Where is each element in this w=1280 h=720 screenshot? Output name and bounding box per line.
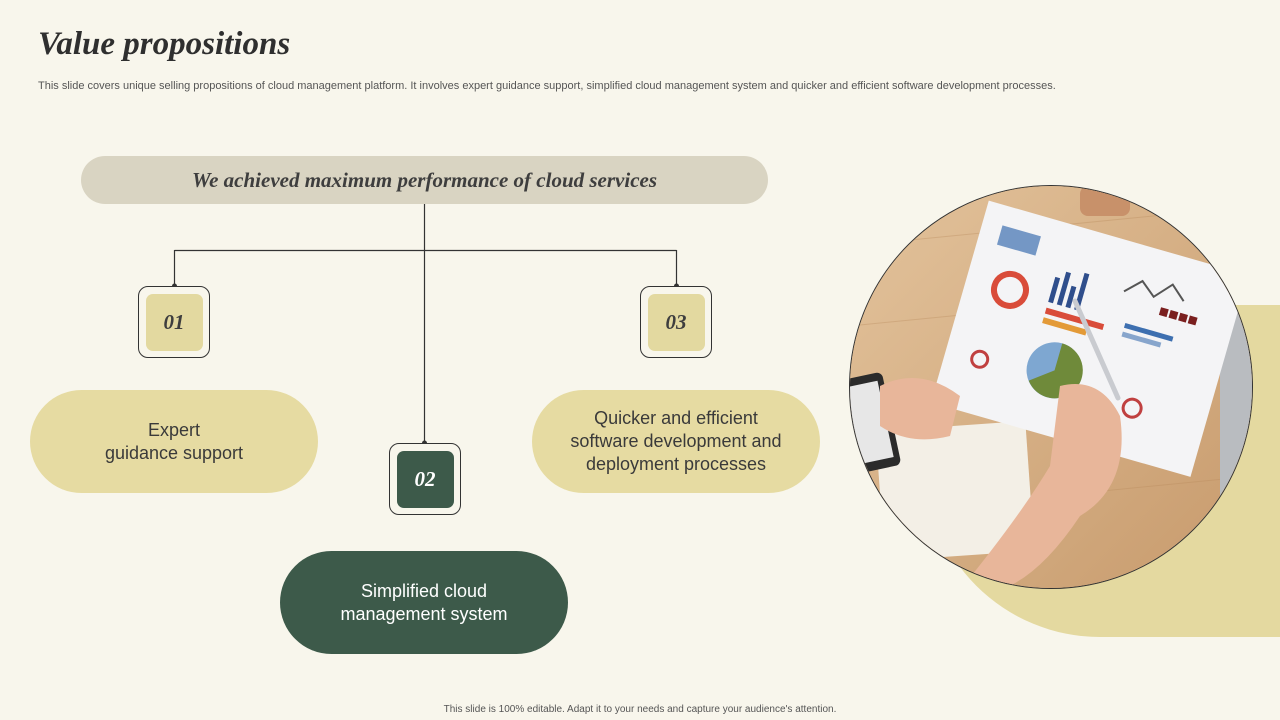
number-02: 02 — [396, 450, 454, 508]
slide-title: Value propositions — [38, 26, 291, 62]
headline-banner: We achieved maximum performance of cloud… — [81, 156, 768, 204]
photo-illustration-icon — [850, 186, 1252, 588]
value-pill-expert-guidance: Expert guidance support — [30, 390, 318, 493]
number-box-01: 01 — [138, 286, 210, 358]
dashboard-report-photo — [849, 185, 1253, 589]
number-box-03: 03 — [640, 286, 712, 358]
slide-subtitle: This slide covers unique selling proposi… — [38, 80, 1056, 92]
value-pill-quicker-development: Quicker and efficient software developme… — [532, 390, 820, 493]
slide-footer: This slide is 100% editable. Adapt it to… — [443, 704, 837, 715]
number-box-02: 02 — [389, 443, 461, 515]
number-01: 01 — [145, 293, 203, 351]
value-pill-simplified-cloud: Simplified cloud management system — [280, 551, 568, 654]
number-03: 03 — [647, 293, 705, 351]
